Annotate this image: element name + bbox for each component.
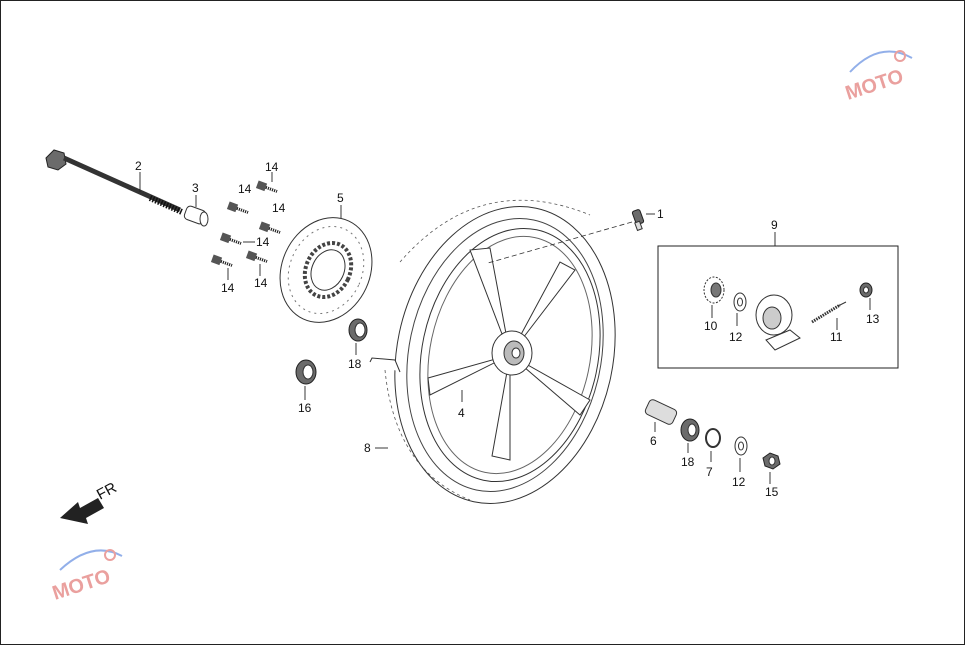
callout-2: 2	[135, 159, 142, 173]
callout-4: 4	[458, 406, 465, 420]
watermark-text-top: MOTO	[843, 65, 907, 104]
callout-1: 1	[657, 207, 664, 221]
callout-14-e: 14	[221, 281, 235, 295]
oil-seal	[295, 359, 317, 385]
callout-14-d: 14	[256, 235, 270, 249]
callout-15: 15	[765, 485, 779, 499]
callout-7: 7	[706, 465, 713, 479]
gearbox-housing	[755, 294, 801, 351]
speedometer-gear	[703, 276, 725, 304]
callout-6: 6	[650, 434, 657, 448]
axle-nut	[762, 452, 781, 470]
retaining-clip	[705, 428, 721, 448]
callout-14-b: 14	[238, 182, 252, 196]
front-rim	[419, 227, 601, 483]
callout-13: 13	[866, 312, 880, 326]
collar	[183, 205, 209, 227]
callout-14-c: 14	[272, 201, 286, 215]
callout-14-f: 14	[254, 276, 268, 290]
callout-12-b: 12	[732, 475, 746, 489]
callout-10: 10	[704, 319, 718, 333]
tire-valve	[631, 209, 645, 232]
bearing-left	[348, 318, 368, 342]
callout-18-b: 18	[681, 455, 695, 469]
watermark-logo-top: MOTO	[843, 50, 913, 105]
callout-9: 9	[771, 218, 778, 232]
callout-14-a: 14	[265, 160, 279, 174]
axle-bolt	[45, 149, 184, 215]
spacer-sleeve	[644, 399, 678, 425]
callout-8: 8	[364, 441, 371, 455]
callout-3: 3	[192, 181, 199, 195]
callout-12-a: 12	[729, 330, 743, 344]
speedometer-gearbox-group: 9	[657, 218, 899, 369]
bearing-right	[680, 418, 700, 442]
brake-disc	[279, 217, 373, 323]
watermark-text-bottom: MOTO	[50, 565, 114, 604]
callout-18-a: 18	[348, 357, 362, 371]
thrust-washer-upper	[733, 292, 747, 312]
callout-16: 16	[298, 401, 312, 415]
watermark-logo-bottom: MOTO	[50, 549, 123, 605]
callout-11: 11	[830, 330, 843, 344]
front-direction-arrow: FR	[60, 479, 120, 524]
oil-seal-small	[859, 282, 873, 298]
speedometer-drive-shaft	[811, 301, 847, 324]
thrust-washer-lower	[734, 436, 748, 456]
callout-5: 5	[337, 191, 344, 205]
